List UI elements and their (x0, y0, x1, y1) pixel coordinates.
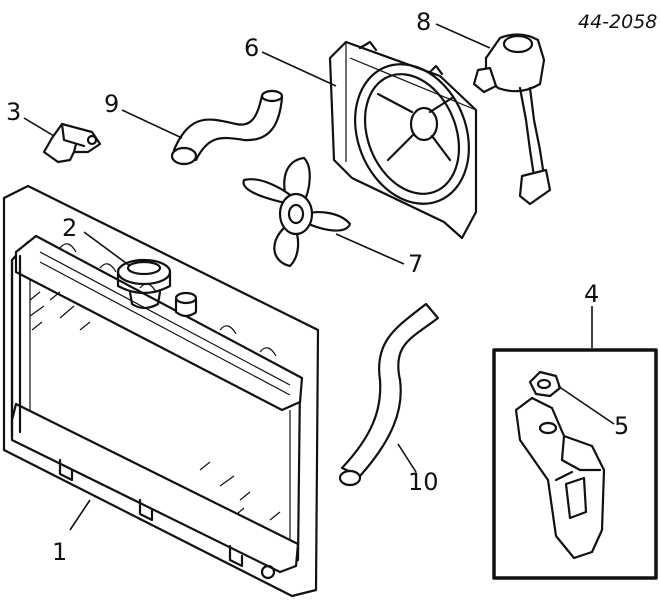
fan-shroud (328, 40, 478, 240)
leader-line-9 (121, 109, 183, 139)
fan-motor (472, 33, 552, 206)
callout-10: 10 (408, 468, 439, 496)
lower-radiator-hose (338, 302, 440, 487)
radiator-cap (116, 258, 172, 310)
cooling-fan (242, 156, 352, 268)
leader-line-5 (557, 385, 615, 425)
leader-line-8 (435, 23, 491, 49)
reservoir-tank (492, 348, 658, 580)
callout-6: 6 (244, 34, 259, 62)
callout-2: 2 (62, 214, 77, 242)
filler-neck (174, 291, 198, 318)
bracket-clip (42, 122, 102, 164)
leader-line-10 (397, 443, 417, 473)
leader-line-2 (83, 231, 131, 267)
callout-4: 4 (584, 280, 599, 308)
callout-8: 8 (416, 8, 431, 36)
upper-radiator-hose (170, 89, 284, 166)
callout-1: 1 (52, 538, 67, 566)
callout-7: 7 (408, 250, 423, 278)
callout-5: 5 (614, 412, 629, 440)
leader-line-1 (69, 499, 91, 531)
diagram-code: 44-2058 (578, 11, 657, 33)
leader-line-7 (335, 233, 405, 265)
radiator-assembly (2, 184, 320, 598)
callout-3: 3 (6, 98, 21, 126)
leader-line-3 (23, 117, 55, 137)
leader-line-6 (261, 51, 337, 87)
callout-9: 9 (104, 90, 119, 118)
reservoir-cap (528, 370, 562, 398)
